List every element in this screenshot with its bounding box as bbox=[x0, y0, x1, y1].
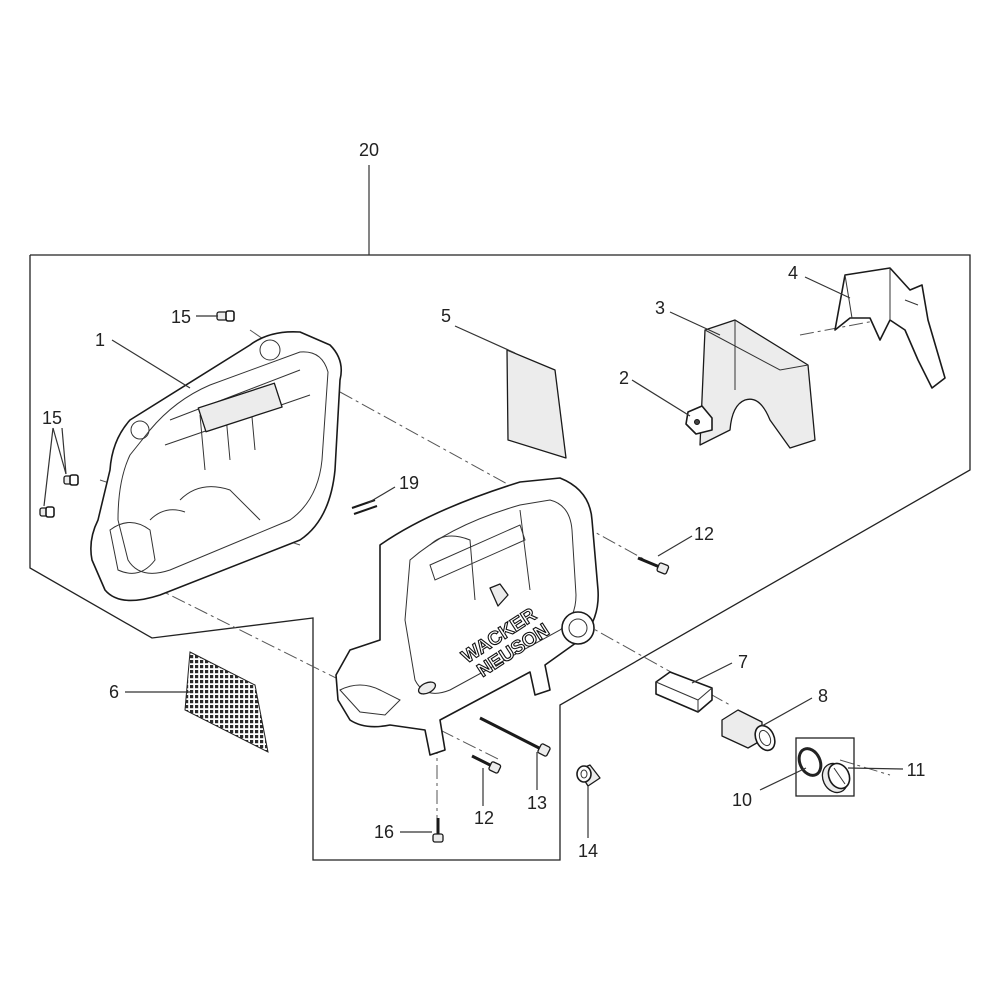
assembly-frame bbox=[29, 254, 971, 861]
top-cover bbox=[834, 267, 946, 389]
callout-2: 2 bbox=[619, 368, 629, 388]
callout-20: 20 bbox=[359, 140, 379, 160]
callout-19: 19 bbox=[399, 473, 419, 493]
rear-housing-half bbox=[90, 330, 343, 602]
filter-insert bbox=[721, 709, 776, 752]
bolt-16 bbox=[432, 818, 444, 843]
pin bbox=[351, 499, 378, 515]
callout-7: 7 bbox=[738, 652, 748, 672]
foam-block bbox=[699, 319, 816, 449]
screw-15-top bbox=[216, 310, 235, 322]
callout-6: 6 bbox=[109, 682, 119, 702]
bracket bbox=[655, 671, 713, 713]
detail-box bbox=[795, 737, 855, 797]
screw-15-low bbox=[39, 506, 55, 518]
callout-11: 11 bbox=[907, 760, 926, 780]
leader-lines bbox=[43, 276, 904, 838]
callout-3: 3 bbox=[655, 298, 665, 318]
screw-12-upper bbox=[637, 556, 670, 575]
callout-1: 1 bbox=[95, 330, 105, 350]
callout-10: 10 bbox=[732, 790, 752, 810]
callout-12-lower: 12 bbox=[474, 808, 494, 828]
spacer-sleeve bbox=[576, 764, 601, 787]
callout-15-top: 15 bbox=[171, 307, 191, 327]
callout-16: 16 bbox=[374, 822, 394, 842]
callout-14: 14 bbox=[578, 841, 598, 861]
callout-8: 8 bbox=[818, 686, 828, 706]
filter-pad bbox=[506, 349, 567, 459]
long-bolt bbox=[479, 716, 551, 757]
callout-5: 5 bbox=[441, 306, 451, 326]
callout-13: 13 bbox=[527, 793, 547, 813]
front-housing-half bbox=[335, 477, 599, 756]
callout-12-upper: 12 bbox=[694, 524, 714, 544]
mesh-screen bbox=[184, 651, 269, 753]
callout-4: 4 bbox=[788, 263, 798, 283]
cap bbox=[821, 762, 851, 794]
screw-12-lower bbox=[471, 754, 502, 774]
o-ring bbox=[797, 747, 823, 777]
callout-15-left: 15 bbox=[42, 408, 62, 428]
callout-labels: 20 1 2 3 4 5 6 7 8 10 11 12 12 13 14 15 … bbox=[42, 140, 925, 861]
screw-15-mid bbox=[63, 474, 79, 486]
